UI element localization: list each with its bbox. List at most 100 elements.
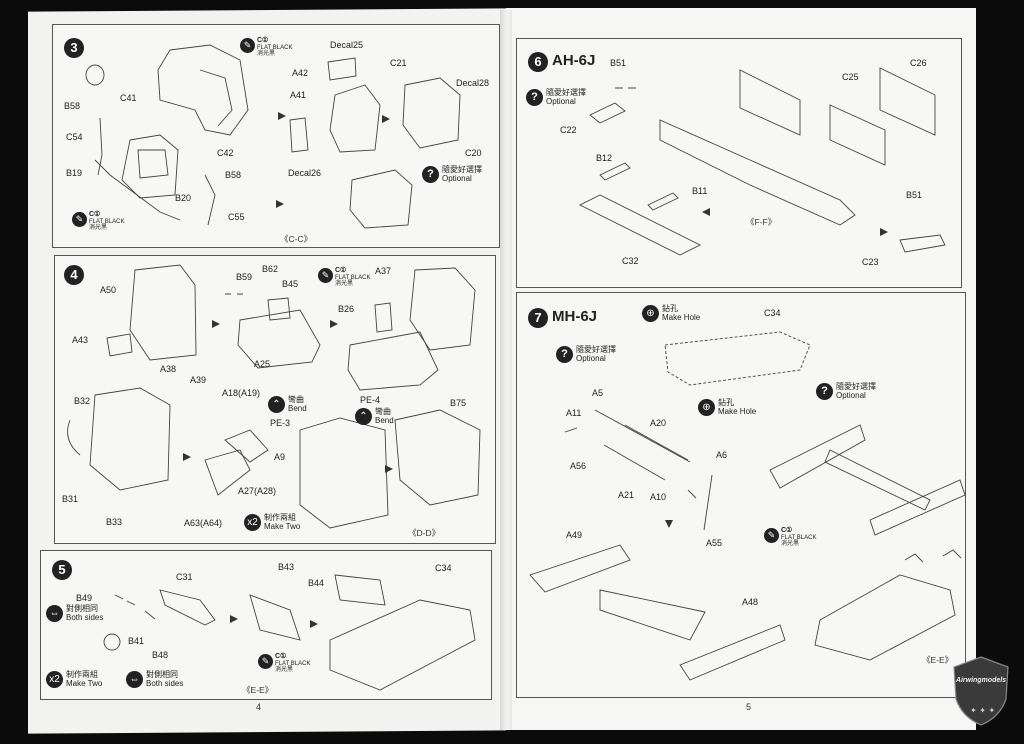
step3-number: 3 xyxy=(64,38,84,58)
step4-number: 4 xyxy=(64,265,84,285)
make-two-icon: x2 xyxy=(244,513,261,531)
part-label: A25 xyxy=(254,359,271,369)
part-label: B11 xyxy=(692,186,708,196)
part-label: B41 xyxy=(128,636,145,646)
paint-brush-icon: ✎ xyxy=(318,268,333,283)
both-sides-icon: ⇔ xyxy=(46,604,63,622)
part-label: A37 xyxy=(375,266,392,276)
part-label: B20 xyxy=(175,193,192,203)
step7-panel xyxy=(516,292,966,698)
step3-panel xyxy=(52,24,500,248)
part-label: C54 xyxy=(66,132,83,142)
part-label: B62 xyxy=(262,264,279,274)
make-two-icon: x2 xyxy=(46,670,63,688)
question-icon: ? xyxy=(556,345,573,363)
part-label: A38 xyxy=(160,364,177,374)
part-label: C34 xyxy=(435,563,452,573)
bend-icon: ⌃ xyxy=(268,395,285,413)
part-label: B49 xyxy=(76,593,93,603)
page-number-right: 5 xyxy=(746,702,752,712)
part-label: B31 xyxy=(62,494,79,504)
part-label: B59 xyxy=(236,272,253,282)
part-label: A41 xyxy=(290,90,307,100)
part-label: A10 xyxy=(650,492,667,502)
part-label: C21 xyxy=(390,58,407,68)
part-label: B48 xyxy=(152,650,169,660)
part-label: A48 xyxy=(742,597,759,607)
part-label: C23 xyxy=(862,257,879,267)
part-label: B12 xyxy=(596,153,613,163)
question-icon: ? xyxy=(422,165,439,183)
part-label: PE-3 xyxy=(270,418,291,428)
part-label: A63(A64) xyxy=(184,518,223,528)
part-label: C22 xyxy=(560,125,577,135)
question-icon: ? xyxy=(526,88,543,106)
both-sides-icon: ⇔ xyxy=(126,670,143,688)
part-label: C41 xyxy=(120,93,137,103)
part-label: B75 xyxy=(450,398,467,408)
question-icon: ? xyxy=(816,382,833,400)
page-gutter xyxy=(500,10,512,730)
step7-title: MH-6J xyxy=(552,308,598,325)
part-label: Decal28 xyxy=(456,78,490,88)
part-label: A50 xyxy=(100,285,117,295)
watermark-shield-logo: ✦ ✦ ✦ Airwingmodels xyxy=(950,655,1012,727)
part-label: B51 xyxy=(906,190,923,200)
part-label: B32 xyxy=(74,396,91,406)
step4-caption: 《D-D》 xyxy=(408,528,441,538)
step7-number: 7 xyxy=(528,308,548,328)
bend-icon: ⌃ xyxy=(355,407,372,425)
part-label: C55 xyxy=(228,212,245,222)
part-label: A43 xyxy=(72,335,89,345)
part-label: A6 xyxy=(716,450,728,460)
part-label: A20 xyxy=(650,418,667,428)
part-label: A9 xyxy=(274,452,286,462)
step5-caption: 《E-E》 xyxy=(242,685,274,695)
part-label: B58 xyxy=(225,170,242,180)
part-label: B58 xyxy=(64,101,81,111)
part-label: A27(A28) xyxy=(238,486,277,496)
part-label: A21 xyxy=(618,490,635,500)
part-label: B43 xyxy=(278,562,295,572)
part-label: Decal26 xyxy=(288,168,322,178)
part-label: A39 xyxy=(190,375,207,385)
part-label: A56 xyxy=(570,461,587,471)
svg-text:✦ ✦ ✦: ✦ ✦ ✦ xyxy=(970,706,995,715)
part-label: C20 xyxy=(465,148,482,158)
step7-caption: 《E-E》 xyxy=(922,655,954,665)
part-label: B45 xyxy=(282,279,299,289)
part-label: C32 xyxy=(622,256,639,266)
step6-panel xyxy=(516,38,962,288)
part-label: B33 xyxy=(106,517,123,527)
part-label: A11 xyxy=(566,408,582,418)
drill-icon: ⊕ xyxy=(698,398,715,416)
part-label: Decal25 xyxy=(330,40,364,50)
part-label: B19 xyxy=(66,168,83,178)
watermark-text: Airwingmodels xyxy=(955,677,1007,684)
step6-title: AH-6J xyxy=(552,52,596,69)
page-number-left: 4 xyxy=(256,702,262,712)
part-label: A18(A19) xyxy=(222,388,261,398)
step6-caption: 《F-F》 xyxy=(746,217,777,227)
step5-number: 5 xyxy=(52,560,72,580)
part-label: B51 xyxy=(610,58,627,68)
part-label: PE-4 xyxy=(360,395,381,405)
